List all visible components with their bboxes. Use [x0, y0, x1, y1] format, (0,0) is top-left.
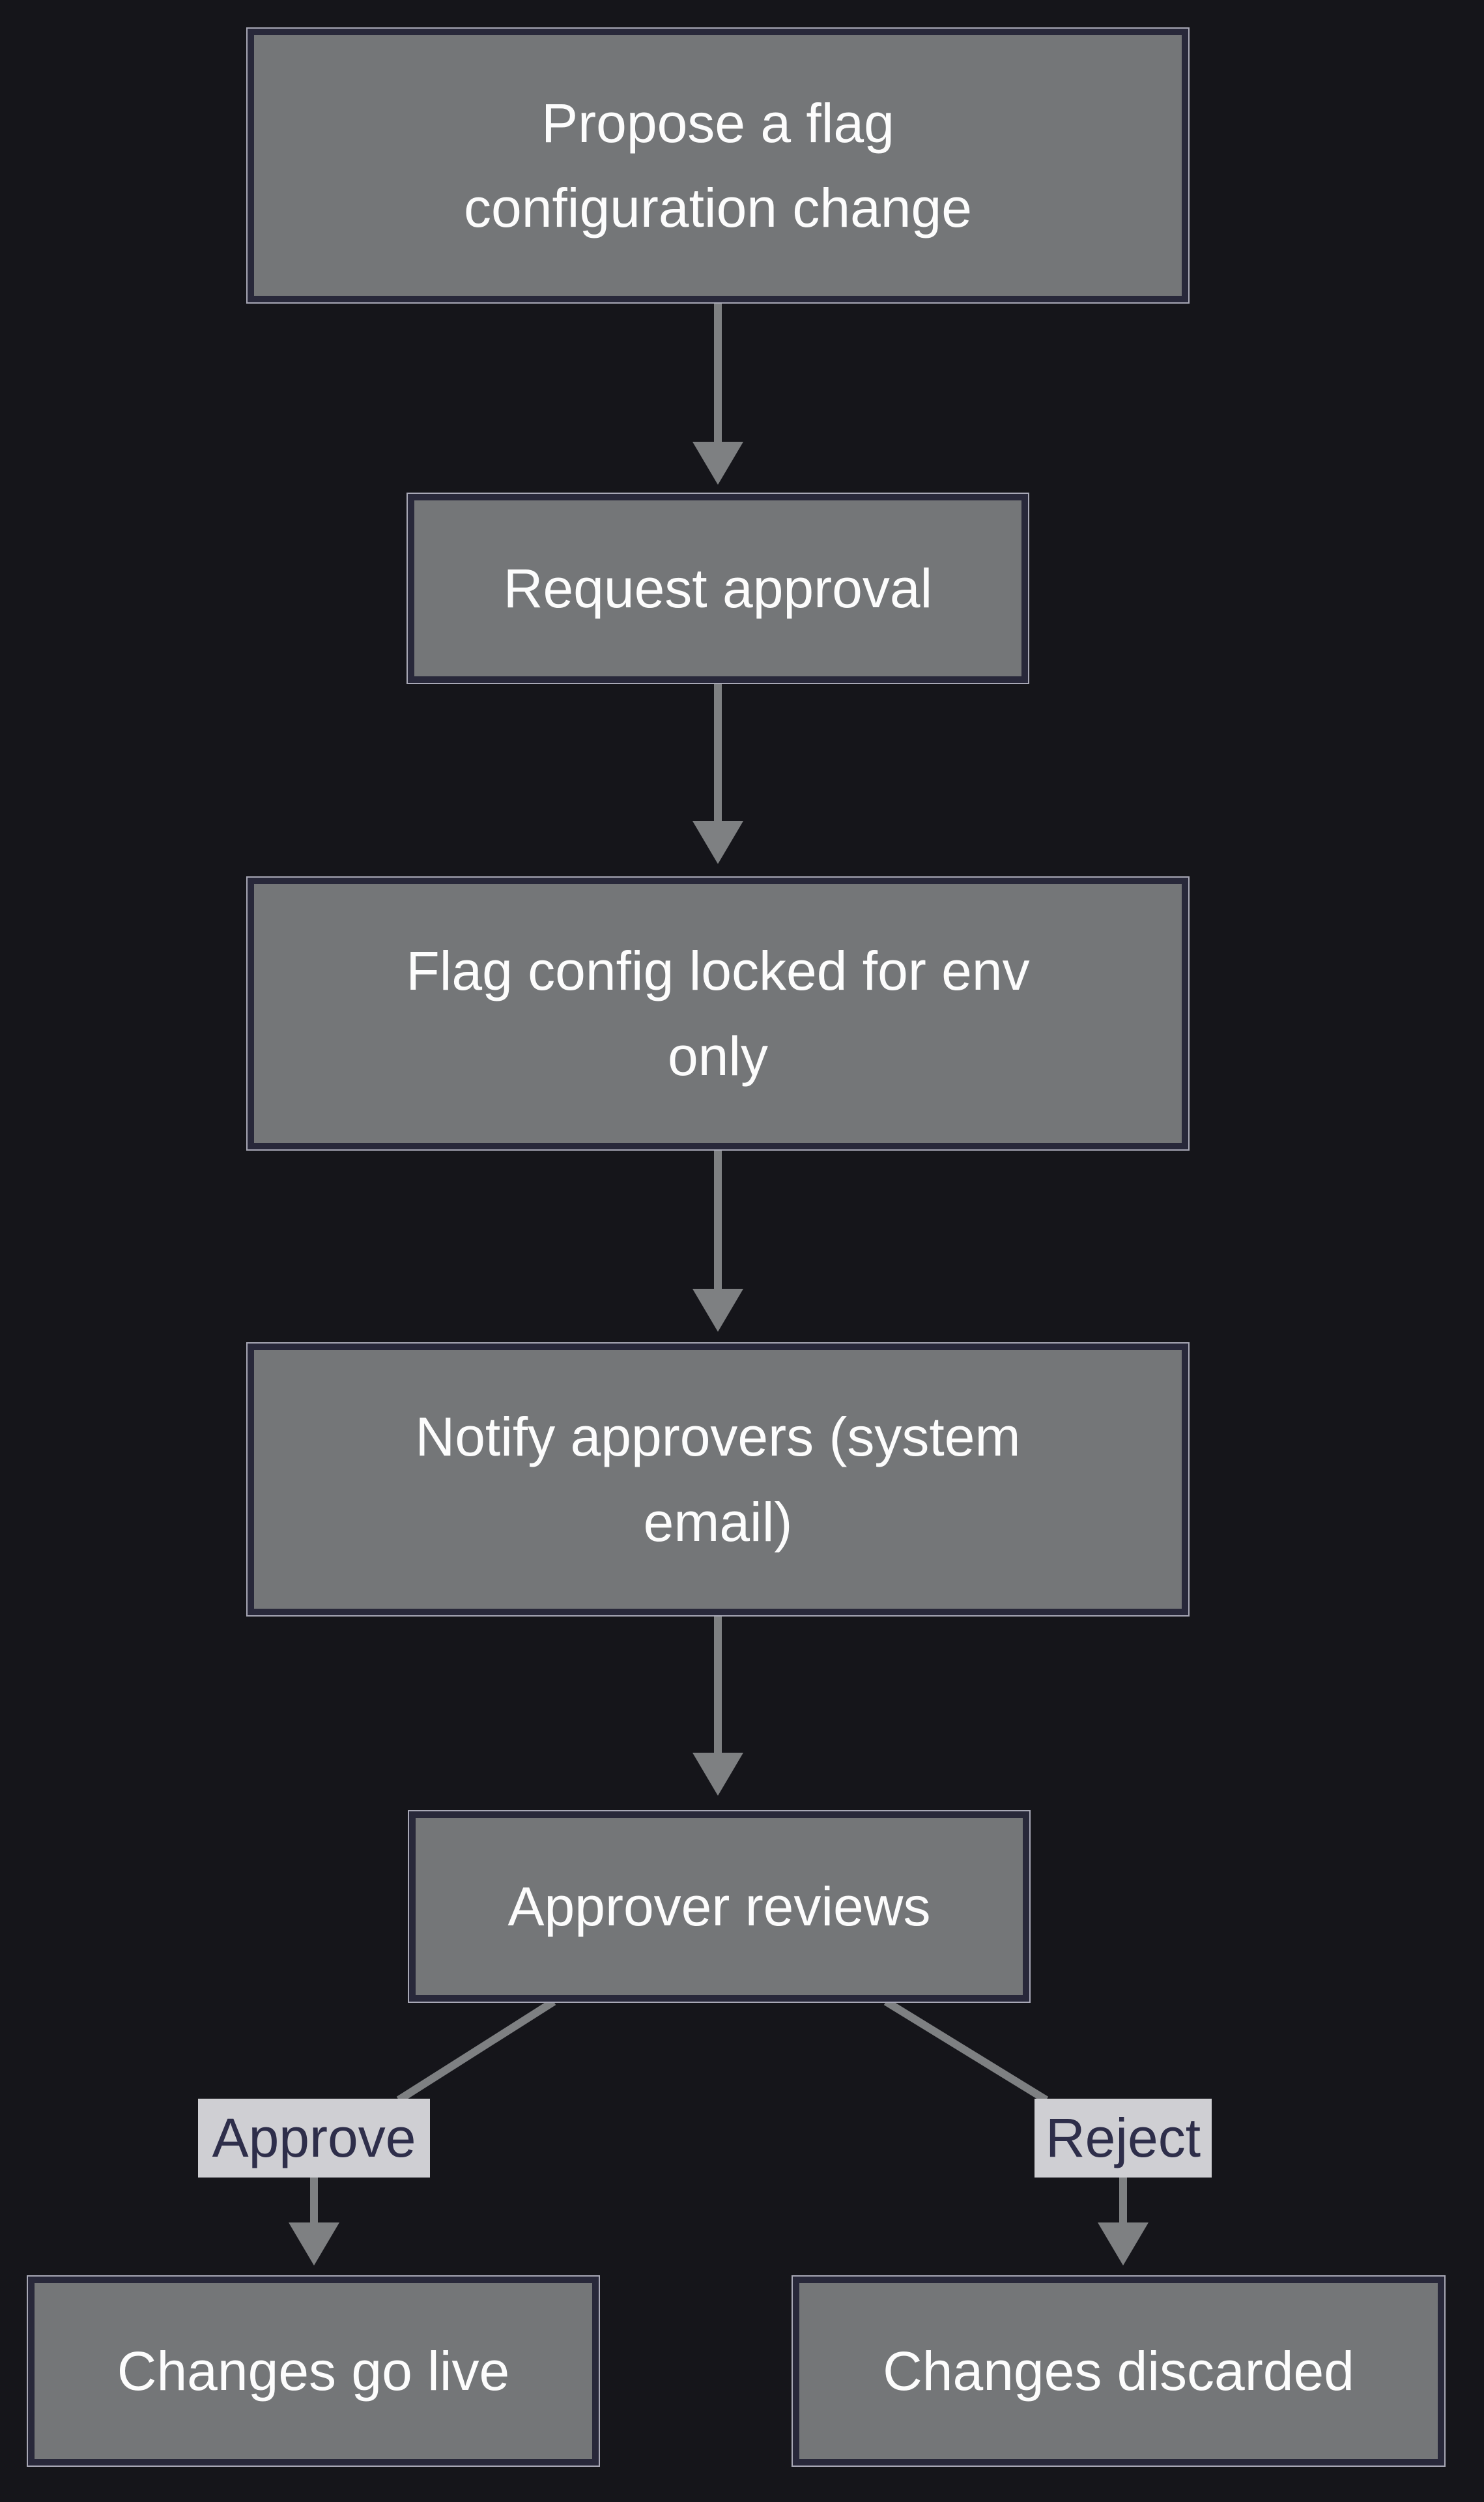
edge-arrowhead	[1098, 2222, 1149, 2265]
edge-arrowhead	[692, 1753, 743, 1796]
edge-label-reject: Reject	[1035, 2099, 1212, 2178]
edge-arrowhead	[692, 442, 743, 485]
edge-arrowhead	[289, 2222, 339, 2265]
edge-line	[883, 1998, 1049, 2104]
node-approver-reviews: Approver reviews	[408, 1810, 1031, 2003]
node-changes-go-live-label: Changes go live	[117, 2340, 510, 2402]
edge-propose-to-request	[692, 302, 743, 485]
node-request-approval: Request approval	[407, 493, 1029, 684]
node-notify-approvers: Notify approvers (system email)	[246, 1342, 1190, 1617]
edge-label-approve: Approve	[198, 2099, 430, 2178]
node-approver-reviews-label: Approver reviews	[507, 1875, 931, 1937]
edge-arrowhead	[692, 821, 743, 864]
node-request-approval-label: Request approval	[503, 557, 933, 619]
edge-line	[396, 1998, 556, 2104]
edge-arrowhead	[692, 1289, 743, 1332]
node-notify-approvers-label: Notify approvers (system email)	[415, 1406, 1021, 1553]
node-config-locked: Flag config locked for env only	[246, 876, 1190, 1151]
edge-notify-to-review	[692, 1615, 743, 1796]
edge-request-to-lock	[692, 683, 743, 864]
node-changes-discarded: Changes discarded	[792, 2275, 1446, 2467]
node-changes-discarded-label: Changes discarded	[883, 2340, 1354, 2402]
node-changes-go-live: Changes go live	[27, 2275, 600, 2467]
node-propose-change-label: Propose a flag configuration change	[464, 92, 972, 238]
node-config-locked-label: Flag config locked for env only	[406, 940, 1030, 1087]
edge-lock-to-notify	[692, 1149, 743, 1332]
node-propose-change: Propose a flag configuration change	[246, 27, 1190, 304]
